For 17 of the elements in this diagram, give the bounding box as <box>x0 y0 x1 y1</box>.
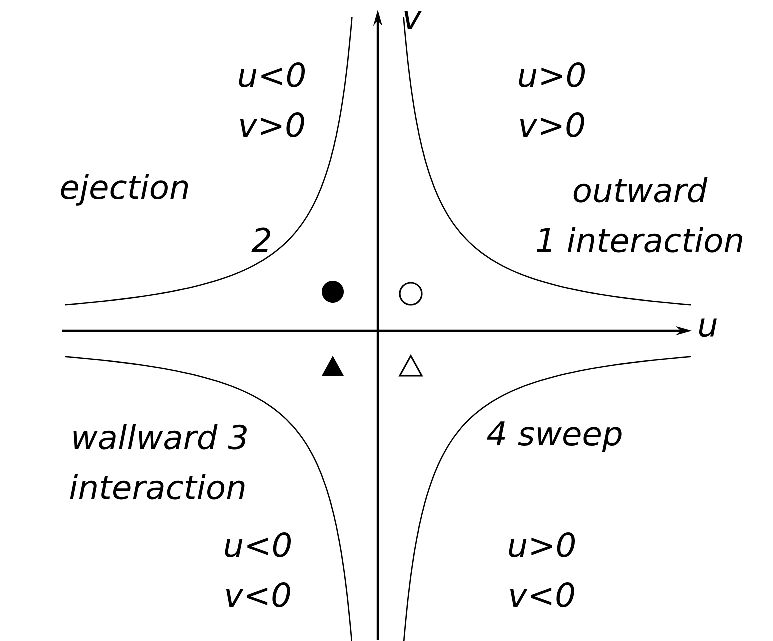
quadrant-label: v>0 <box>240 112 304 138</box>
quadrant-label: u <box>699 318 717 338</box>
quadrant-label: u>0 <box>509 532 576 558</box>
quadrant-label: v<0 <box>226 582 290 608</box>
quadrant-label: v<0 <box>510 582 574 608</box>
quadrant-label: 4 sweep <box>487 422 622 452</box>
quadrant-label: u<0 <box>239 62 306 88</box>
quadrant-label: ejection <box>61 174 188 206</box>
quadrant-label: interaction <box>70 474 245 500</box>
quadrant-label: v>0 <box>520 112 584 138</box>
quadrant-label: 2 <box>252 228 270 252</box>
quadrant-label: u>0 <box>519 62 586 88</box>
quadrant-label: wallward 3 <box>74 424 247 450</box>
quadrant-label: u<0 <box>225 532 292 558</box>
quadrant-label: outward <box>574 177 708 203</box>
quadrant-label: v <box>404 11 422 29</box>
quadrant-label: 1 interaction <box>537 227 742 253</box>
